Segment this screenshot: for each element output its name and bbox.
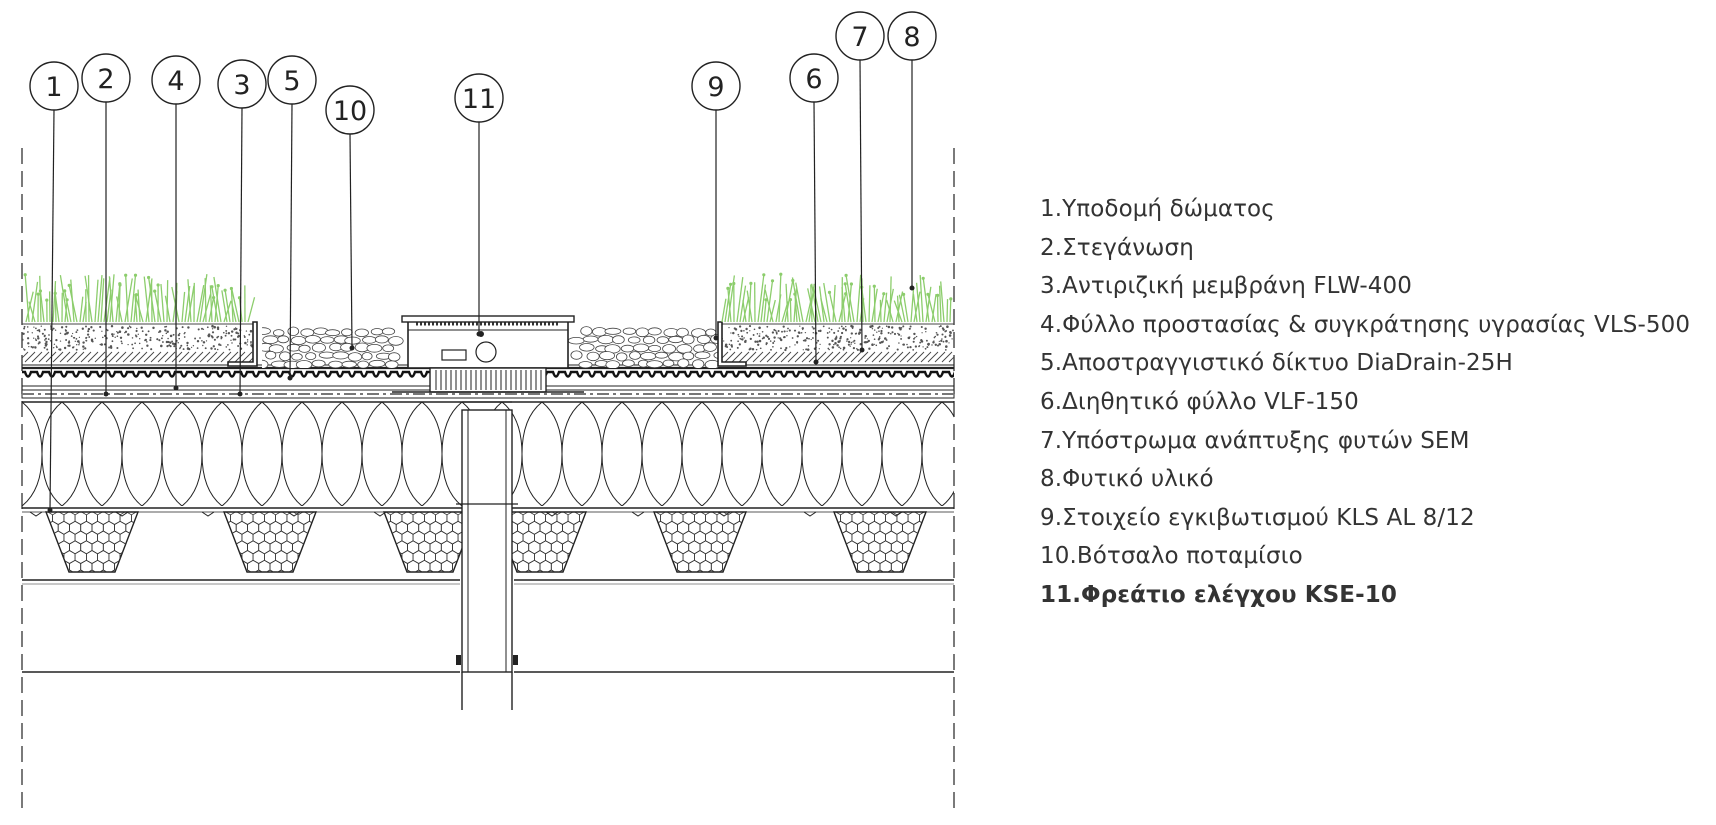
- leader-dot-6: [813, 359, 819, 365]
- legend-item-5: 5.Αποστραγγιστικό δίκτυο DiaDrain-25H: [1040, 350, 1513, 377]
- legend-item-8: 8.Φυτικό υλικό: [1040, 466, 1214, 493]
- callout-number-5: 5: [283, 66, 300, 97]
- leader-line-10: [349, 133, 353, 349]
- callout-circle-1: [29, 61, 79, 111]
- callout-circle-9: [691, 61, 741, 111]
- legend-item-7: 7.Υπόστρωμα ανάπτυξης φυτών SEM: [1040, 427, 1470, 454]
- callout-circle-11: [454, 73, 504, 123]
- callout-circle-6: [789, 53, 839, 103]
- callout-number-8: 8: [903, 22, 920, 53]
- callout-circle-3: [217, 59, 267, 109]
- growing-substrate-left: [22, 324, 257, 363]
- leader-dot-9: [713, 335, 719, 341]
- leader-line-7: [859, 59, 863, 351]
- callout-number-4: 4: [167, 66, 184, 97]
- callout-number-2: 2: [97, 64, 114, 95]
- leader-line-5: [289, 103, 293, 379]
- callout-circle-5: [267, 55, 317, 105]
- legend-item-1: 1.Υποδομή δώματος: [1040, 196, 1275, 222]
- leader-lines: [47, 59, 915, 513]
- growing-substrate-right: [722, 324, 954, 363]
- leader-dot-3: [237, 391, 243, 397]
- callout-circle-10: [325, 85, 375, 135]
- leader-dot-7: [859, 347, 865, 353]
- inspection-chamber: [392, 315, 584, 710]
- callout-number-7: 7: [851, 22, 868, 53]
- leader-dot-11: [476, 331, 482, 337]
- callout-number-6: 6: [805, 64, 822, 95]
- callout-number-9: 9: [707, 72, 724, 103]
- leader-dot-1: [47, 507, 53, 513]
- leader-line-6: [813, 101, 817, 363]
- leader-dot-8: [909, 285, 915, 291]
- thermal-insulation: [22, 402, 954, 506]
- callout-circle-2: [81, 53, 131, 103]
- legend-item-4: 4.Φύλλο προστασίας & συγκράτησης υγρασία…: [1040, 311, 1691, 338]
- callout-number-1: 1: [45, 72, 62, 103]
- legend-item-10: 10.Βότσαλο ποταμίσιο: [1040, 543, 1303, 570]
- legend-item-11: 11.Φρεάτιο ελέγχου KSE-10: [1040, 581, 1397, 608]
- callout-circle-7: [835, 11, 885, 61]
- plants-right: [721, 272, 953, 323]
- legend-item-3: 3.Αντιριζική μεμβράνη FLW-400: [1040, 273, 1412, 300]
- leader-dot-10: [349, 345, 355, 351]
- callout-number-3: 3: [233, 70, 250, 101]
- legend-item-6: 6.Διηθητικό φύλλο VLF-150: [1040, 388, 1359, 415]
- river-pebbles: [262, 326, 718, 368]
- callout-number-11: 11: [462, 84, 496, 115]
- callout-circle-8: [887, 11, 937, 61]
- leader-dot-4: [173, 385, 179, 391]
- callout-number-10: 10: [333, 96, 367, 127]
- callout-circle-4: [151, 55, 201, 105]
- plants-left: [23, 273, 256, 323]
- edge-profile-left: [227, 321, 258, 367]
- leader-dot-5: [287, 375, 293, 381]
- legend-item-2: 2.Στεγάνωση: [1040, 234, 1194, 261]
- substructure-slab: [22, 579, 954, 673]
- leader-line-3: [239, 107, 243, 395]
- leader-dot-2: [103, 391, 109, 397]
- legend-item-9: 9.Στοιχείο εγκιβωτισμού KLS AL 8/12: [1040, 504, 1475, 531]
- legend: 1.Υποδομή δώματος 2.Στεγάνωση 3.Αντιριζι…: [1040, 190, 1690, 615]
- leader-line-1: [49, 109, 55, 511]
